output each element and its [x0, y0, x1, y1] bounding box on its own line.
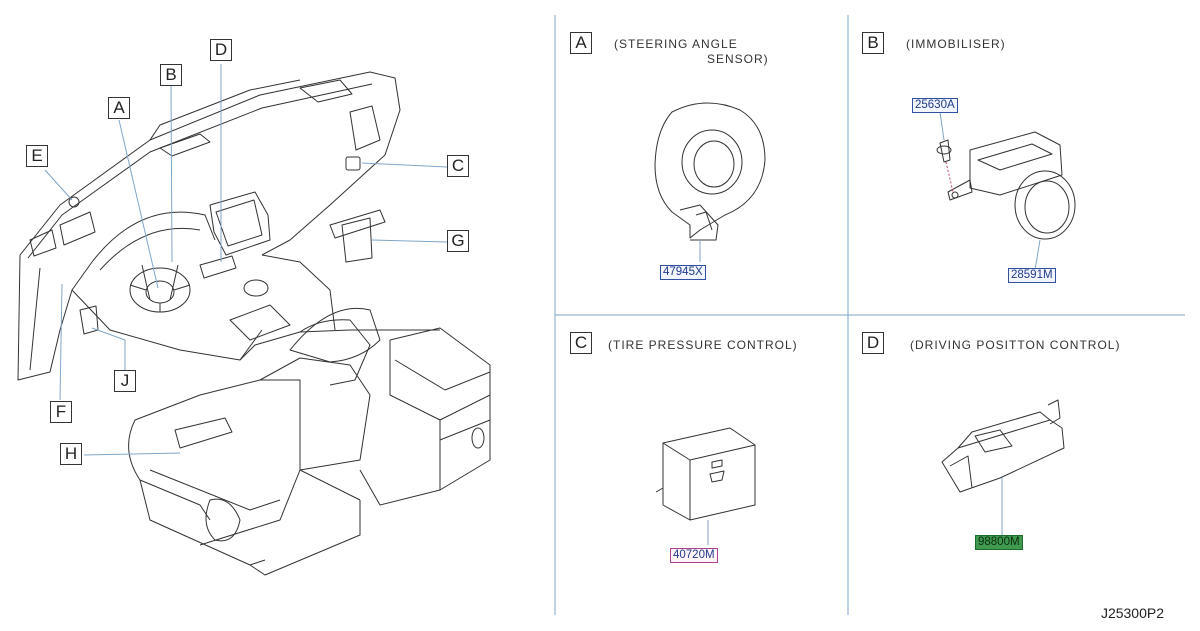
callout-g[interactable]: G	[447, 230, 469, 252]
panel-grid	[554, 15, 1185, 615]
callout-h[interactable]: H	[60, 443, 82, 465]
part-number-40720m[interactable]: 40720M	[670, 548, 718, 563]
callout-j[interactable]: J	[114, 370, 136, 392]
diagram-reference: J25300P2	[1100, 605, 1164, 621]
panel-a-title-line1: (STEERING ANGLE	[614, 37, 738, 51]
callout-e[interactable]: E	[26, 145, 48, 167]
panel-a-letter: A	[570, 32, 592, 54]
callout-b[interactable]: B	[160, 64, 182, 86]
driving-position-module-art	[941, 399, 1065, 535]
immobiliser-art	[936, 111, 1076, 271]
steering-angle-sensor-art	[654, 102, 766, 262]
panel-c-title: (TIRE PRESSURE CONTROL)	[608, 338, 798, 352]
panel-d-title: (DRIVING POSITTON CONTROL)	[910, 338, 1121, 352]
tire-pressure-module-art	[655, 427, 756, 545]
panel-d-letter: D	[862, 332, 884, 354]
part-number-47945x[interactable]: 47945X	[660, 265, 706, 280]
callout-f[interactable]: F	[50, 401, 72, 423]
panel-c-letter: C	[570, 332, 592, 354]
callout-d[interactable]: D	[210, 39, 232, 61]
part-number-28591m[interactable]: 28591M	[1008, 268, 1056, 283]
part-number-98800m[interactable]: 98800M	[975, 535, 1023, 550]
callout-a[interactable]: A	[108, 97, 130, 119]
part-number-25630a[interactable]: 25630A	[912, 98, 958, 113]
panel-b-title: (IMMOBILISER)	[906, 37, 1006, 51]
callout-c[interactable]: C	[447, 155, 469, 177]
panel-a-title-line2: SENSOR)	[707, 52, 769, 66]
leader-lines	[44, 64, 448, 456]
dashboard-illustration	[17, 71, 491, 576]
panel-b-letter: B	[862, 32, 884, 54]
